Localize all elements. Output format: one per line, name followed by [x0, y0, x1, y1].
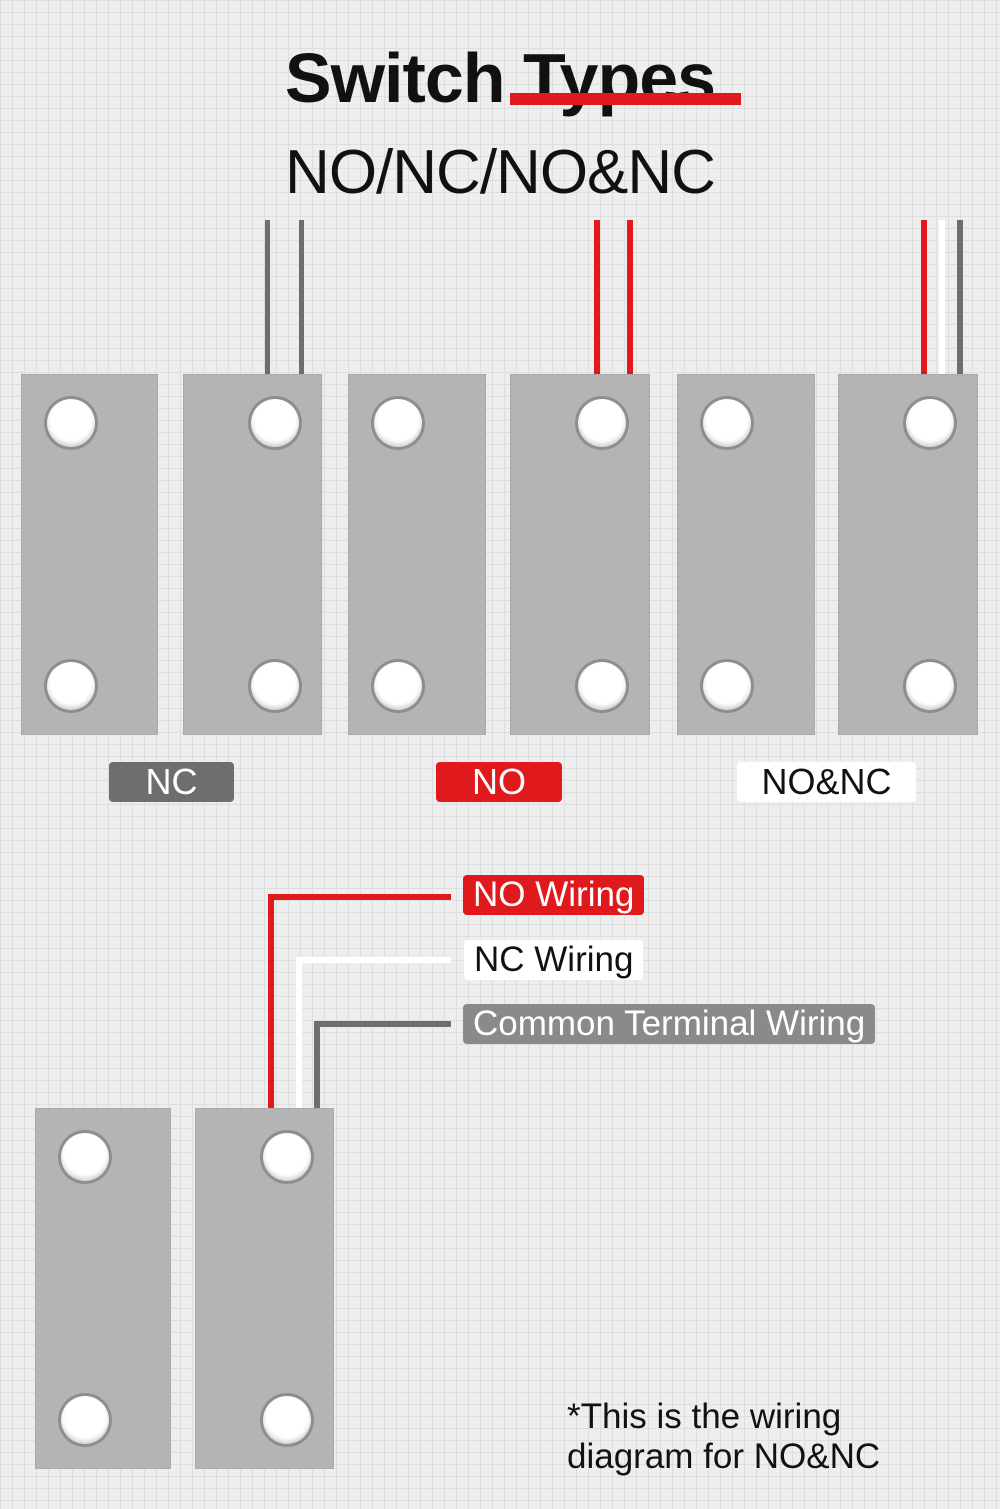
nonc-wire-white [939, 220, 945, 375]
diagram-switch-block [195, 1108, 334, 1469]
note-line-1: *This is the wiring [567, 1397, 842, 1436]
nonc-magnet-block [677, 374, 815, 735]
nc-wiring-wire-horizontal [296, 957, 451, 963]
nc-wire-2 [299, 220, 304, 375]
diagram-magnet-block [35, 1108, 171, 1469]
nonc-wire-gray [957, 220, 963, 375]
no-wiring-wire-horizontal [268, 894, 451, 900]
mounting-hole [61, 1133, 109, 1181]
nc-switch-block [183, 374, 322, 735]
nc-label-badge: NC [109, 762, 234, 802]
common-terminal-wiring-label: Common Terminal Wiring [463, 1004, 876, 1044]
no-wire-2 [627, 220, 633, 375]
mounting-hole [263, 1133, 311, 1181]
mounting-hole [578, 399, 626, 447]
mounting-hole [374, 399, 422, 447]
nc-magnet-block [21, 374, 158, 735]
mounting-hole [703, 662, 751, 710]
no-label-badge: NO [436, 762, 562, 802]
nc-wiring-label: NC Wiring [464, 940, 644, 980]
mounting-hole [906, 399, 954, 447]
common-wiring-wire-vertical [314, 1021, 320, 1110]
mounting-hole [251, 399, 299, 447]
no-magnet-block [348, 374, 486, 735]
nc-wire-1 [265, 220, 270, 375]
mounting-hole [251, 662, 299, 710]
no-wiring-label: NO Wiring [463, 875, 645, 915]
mounting-hole [263, 1396, 311, 1444]
diagram-note: *This is the wiring diagram for NO&NC [567, 1397, 880, 1477]
mounting-hole [61, 1396, 109, 1444]
mounting-hole [374, 662, 422, 710]
common-wiring-wire-horizontal [314, 1021, 451, 1027]
note-line-2: diagram for NO&NC [567, 1437, 881, 1476]
page-title: Switch Types [284, 39, 716, 117]
nonc-switch-block [838, 374, 978, 735]
mounting-hole [47, 662, 95, 710]
nc-wiring-wire-vertical [296, 957, 302, 1110]
nonc-label-badge: NO&NC [737, 762, 916, 802]
no-wire-1 [594, 220, 600, 375]
no-wiring-wire-vertical [268, 894, 274, 1110]
mounting-hole [578, 662, 626, 710]
no-switch-block [510, 374, 650, 735]
mounting-hole [906, 662, 954, 710]
mounting-hole [703, 399, 751, 447]
mounting-hole [47, 399, 95, 447]
title-underline [510, 93, 741, 105]
nonc-wire-red [921, 220, 927, 375]
page-subtitle: NO/NC/NO&NC [285, 138, 716, 207]
